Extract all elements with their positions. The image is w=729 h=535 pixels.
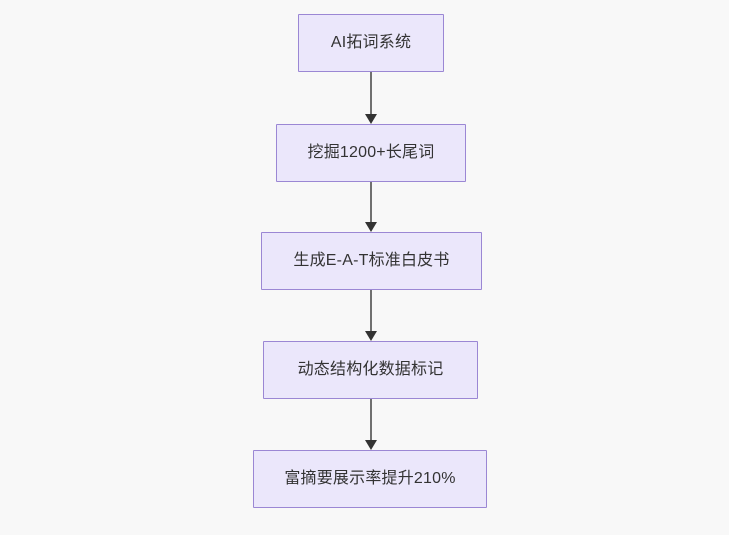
flow-node-rich-snippet-rate-increase[interactable]: 富摘要展示率提升210%: [253, 450, 487, 508]
edge-line: [370, 182, 372, 224]
flow-node-dynamic-structured-data-markup[interactable]: 动态结构化数据标记: [263, 341, 478, 399]
flow-node-generate-eat-whitepaper[interactable]: 生成E-A-T标准白皮书: [261, 232, 482, 290]
flow-node-ai-keyword-system[interactable]: AI拓词系统: [298, 14, 444, 72]
arrow-down-icon: [365, 114, 377, 124]
flow-node-label: AI拓词系统: [330, 34, 412, 51]
edge-line: [370, 72, 372, 116]
flow-node-label: 挖掘1200+长尾词: [307, 144, 435, 161]
flow-node-label: 富摘要展示率提升210%: [284, 470, 456, 487]
flow-node-label: 生成E-A-T标准白皮书: [293, 252, 450, 269]
arrow-down-icon: [365, 331, 377, 341]
flow-edge-4: [361, 399, 381, 450]
flow-edge-3: [361, 290, 381, 341]
flow-edge-2: [361, 182, 381, 232]
edge-line: [370, 290, 372, 333]
flow-node-label: 动态结构化数据标记: [297, 361, 444, 378]
arrow-down-icon: [365, 222, 377, 232]
edge-line: [370, 399, 372, 442]
arrow-down-icon: [365, 440, 377, 450]
flow-node-mine-longtail-keywords[interactable]: 挖掘1200+长尾词: [276, 124, 466, 182]
flow-edge-1: [361, 72, 381, 124]
